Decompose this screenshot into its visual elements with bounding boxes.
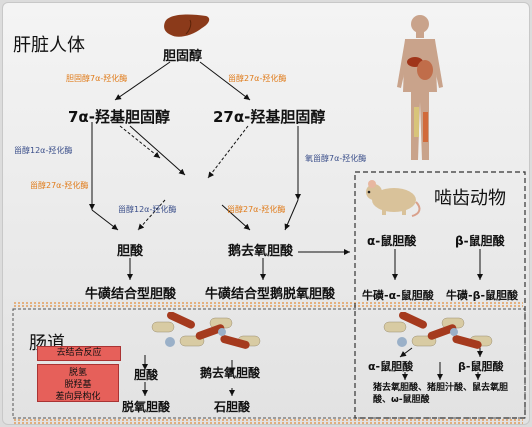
enzyme-label: 氧甾醇7α-羟化酶 bbox=[305, 154, 367, 163]
reaction-box-dehydroxylation: 脱氢 脱羟基 差向异构化 bbox=[37, 364, 119, 402]
section-title-liver: 肝脏人体 bbox=[13, 35, 85, 56]
human-body-icon bbox=[397, 15, 443, 160]
node-chenodeoxycholic-acid: 鹅去氧胆酸 bbox=[228, 244, 294, 259]
enzyme-label: 甾醇27α-羟化酶 bbox=[228, 74, 287, 83]
node-gut-beta-muricholic-acid: β-鼠胆酸 bbox=[458, 360, 504, 373]
node-rodent-secondary-acids: 猪去氧胆酸、猪胆汁酸、鼠去氧胆酸、ω-鼠胆酸 bbox=[373, 383, 509, 405]
enzyme-label: 甾醇27α-羟化酶 bbox=[227, 205, 286, 214]
node-deoxycholic-acid: 脱氧胆酸 bbox=[122, 400, 171, 414]
enzyme-label: 甾醇27α-羟化酶 bbox=[30, 181, 89, 190]
enzyme-label: 甾醇12α-羟化酶 bbox=[14, 146, 73, 155]
node-cholesterol: 胆固醇 bbox=[163, 49, 203, 64]
enzyme-label: 胆固醇7α-羟化酶 bbox=[66, 74, 128, 83]
node-gut-cholic-acid: 胆酸 bbox=[134, 368, 159, 382]
node-tauro-beta-muricholic-acid: 牛磺-β-鼠胆酸 bbox=[446, 289, 519, 302]
node-lithocholic-acid: 石胆酸 bbox=[214, 400, 251, 414]
node-gut-alpha-muricholic-acid: α-鼠胆酸 bbox=[368, 360, 414, 373]
gut-bacteria-icon bbox=[151, 312, 261, 349]
node-beta-muricholic-acid: β-鼠胆酸 bbox=[455, 234, 505, 248]
node-cholic-acid: 胆酸 bbox=[117, 244, 144, 259]
node-7a-hydroxycholesterol: 7α-羟基胆固醇 bbox=[68, 108, 170, 126]
mouse-icon bbox=[366, 180, 421, 217]
node-tauro-alpha-muricholic-acid: 牛磺-α-鼠胆酸 bbox=[362, 289, 434, 302]
liver-icon bbox=[164, 14, 210, 37]
node-gut-chenodeoxycholic-acid: 鹅去氧胆酸 bbox=[200, 366, 261, 380]
node-taurocholic-acid: 牛磺结合型胆酸 bbox=[85, 287, 177, 302]
enzyme-label: 甾醇12α-羟化酶 bbox=[118, 205, 177, 214]
node-alpha-muricholic-acid: α-鼠胆酸 bbox=[367, 234, 417, 248]
node-taurochenodeoxycholic-acid: 牛磺结合型鹅脱氧胆酸 bbox=[205, 287, 336, 302]
section-title-rodent: 啮齿动物 bbox=[434, 188, 506, 209]
gut-bacteria-icon bbox=[383, 312, 493, 349]
node-27a-hydroxycholesterol: 27α-羟基胆固醇 bbox=[213, 108, 326, 126]
reaction-box-deconjugation: 去结合反应 bbox=[37, 346, 121, 361]
